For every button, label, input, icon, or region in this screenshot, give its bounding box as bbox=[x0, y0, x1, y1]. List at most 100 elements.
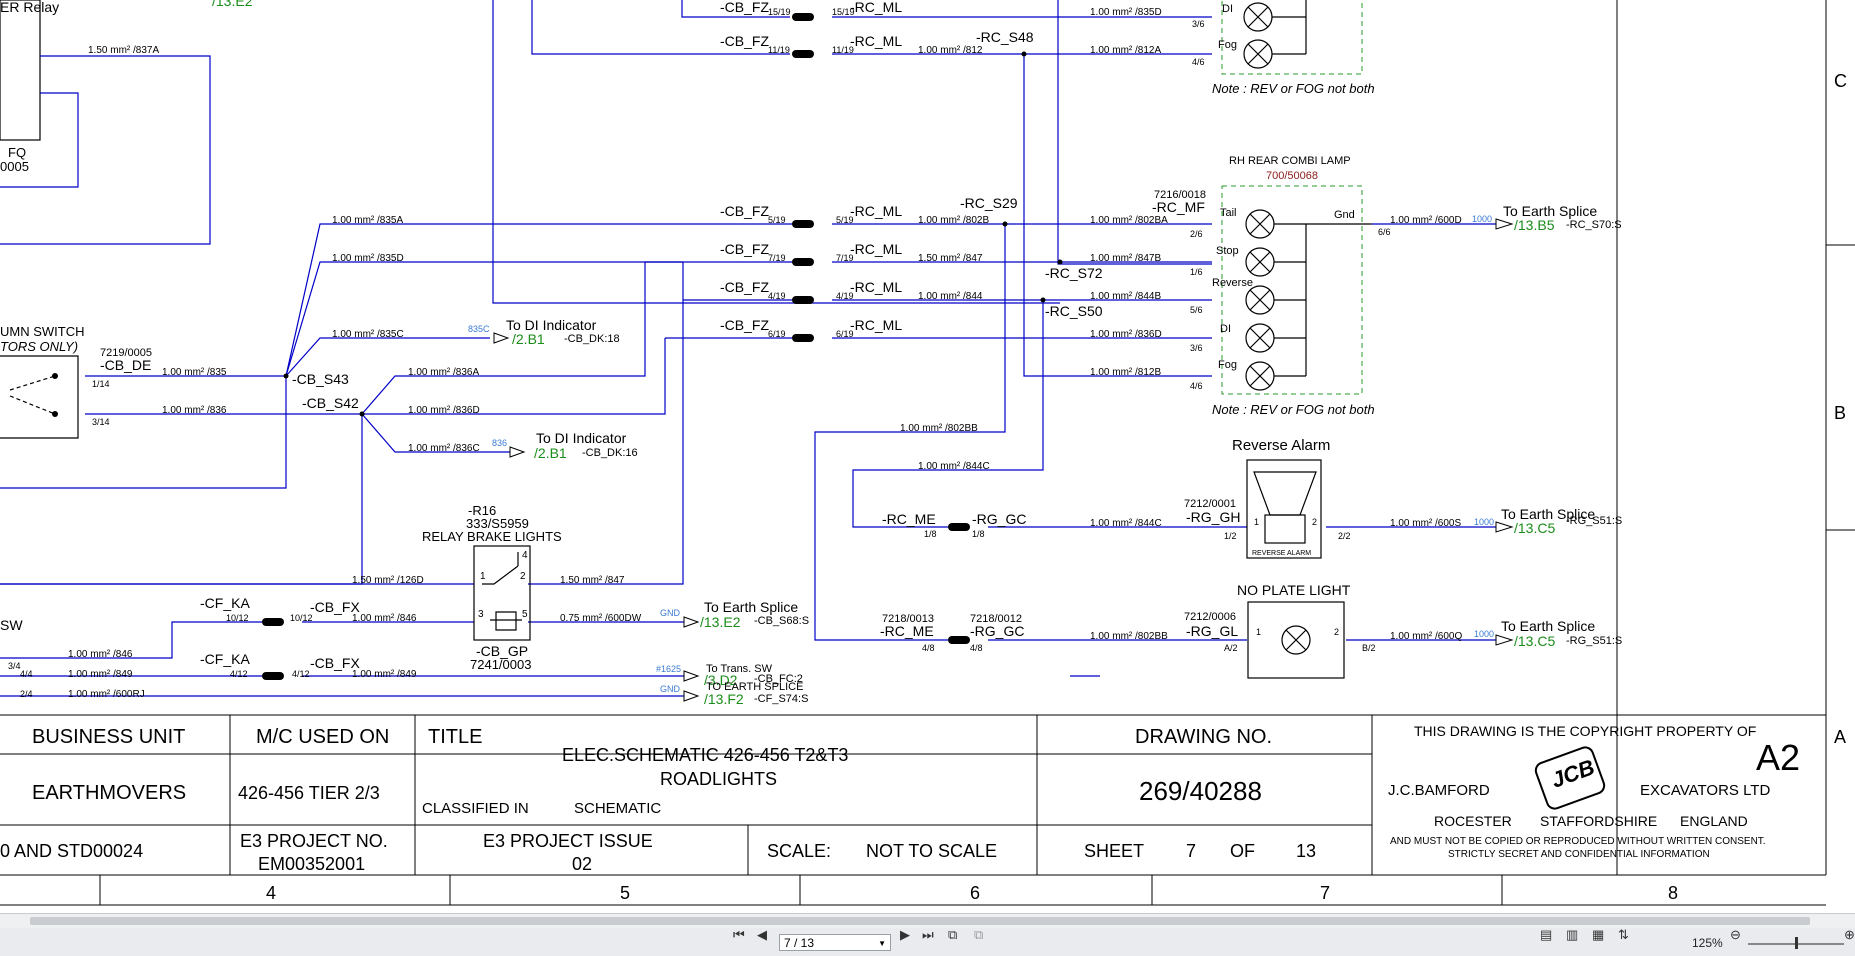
fx2-p: 4/12 bbox=[292, 669, 310, 679]
copyright: THIS DRAWING IS THE COPYRIGHT PROPERTY O… bbox=[1414, 723, 1757, 739]
es-ref[interactable]: /13.F2 bbox=[704, 691, 744, 707]
row3-p1: 4/19 bbox=[768, 291, 786, 301]
p44: 4/4 bbox=[20, 669, 33, 679]
page-input[interactable]: 7 / 13 ▼ bbox=[779, 934, 891, 951]
zoom-slider-knob[interactable] bbox=[1795, 937, 1798, 949]
title-1: ELEC.SCHEMATIC 426-456 T2&T3 bbox=[562, 745, 849, 765]
r1-pin2: 15/19 bbox=[832, 7, 855, 17]
mc-v: 426-456 TIER 2/3 bbox=[238, 783, 380, 803]
first-page-icon[interactable]: ⏮ bbox=[733, 927, 745, 942]
relay-gp-part: 7241/0003 bbox=[470, 657, 532, 672]
ra-gref[interactable]: /13.C5 bbox=[1514, 520, 1556, 536]
w-835a: 1.00 mm² /835A bbox=[332, 215, 404, 226]
fx1-p: 10/12 bbox=[290, 613, 313, 623]
border-8: 8 bbox=[1668, 883, 1679, 903]
zoom-in-icon[interactable]: ⊕ bbox=[1844, 927, 1855, 942]
border-4: 4 bbox=[266, 883, 277, 903]
rh-reverse: Reverse bbox=[1212, 277, 1253, 289]
fq-num: 0005 bbox=[0, 159, 29, 174]
ra-to: To Earth Splice bbox=[1501, 506, 1596, 522]
rh-pin-di: 3/6 bbox=[1190, 343, 1203, 353]
ra-rc-me: -RC_ME bbox=[882, 511, 936, 527]
tr-link[interactable]: #1625 bbox=[656, 664, 682, 674]
w-835c: 1.00 mm² /835C bbox=[332, 329, 404, 340]
w-802bb: 1.00 mm² /802BB bbox=[900, 423, 978, 434]
chevron-down-icon[interactable]: ▼ bbox=[878, 939, 886, 948]
next-page-icon[interactable]: ▶ bbox=[900, 927, 910, 942]
drawing-v: 269/40288 bbox=[1139, 776, 1262, 806]
plate-me-part: 7218/0013 bbox=[882, 613, 934, 625]
relay-label: ER Relay bbox=[0, 0, 60, 15]
two-page-icon[interactable]: ▦ bbox=[1592, 927, 1605, 942]
w-836c: 1.00 mm² /836C bbox=[408, 443, 480, 454]
es-link[interactable]: GND bbox=[660, 684, 680, 694]
row2-ml: -RC_ML bbox=[850, 241, 903, 257]
single-page-icon[interactable]: ▤ bbox=[1540, 927, 1553, 942]
border-c: C bbox=[1834, 71, 1847, 91]
fit-icon[interactable]: ⇅ bbox=[1618, 927, 1629, 942]
last-page-icon[interactable]: ⏭ bbox=[922, 927, 934, 942]
pin-114: 1/14 bbox=[92, 379, 110, 389]
row1-p1: 5/19 bbox=[768, 215, 786, 225]
di2-link[interactable]: 836 bbox=[492, 438, 508, 448]
ref-top: /13.E2 bbox=[212, 0, 253, 9]
row3-p2: 4/19 bbox=[836, 291, 854, 301]
prev-page-icon[interactable]: ◀ bbox=[757, 927, 767, 942]
s42: -CB_S42 bbox=[302, 395, 359, 411]
plate-gref[interactable]: /13.C5 bbox=[1514, 633, 1556, 649]
wire-837a: 1.50 mm² /837A bbox=[88, 45, 160, 56]
ra-link[interactable]: 1000 bbox=[1474, 517, 1495, 527]
r2-fz: -CB_FZ bbox=[720, 33, 769, 49]
sheet-size: A2 bbox=[1756, 737, 1801, 778]
scrollbar-thumb[interactable] bbox=[30, 917, 1810, 925]
w-846: 1.00 mm² /846 bbox=[68, 649, 133, 660]
rh-gnd-ref[interactable]: /13.B5 bbox=[1514, 217, 1555, 233]
page-value: 7 / 13 bbox=[784, 936, 815, 950]
border-a: A bbox=[1834, 727, 1847, 747]
viewer-toolbar: ⏮ ◀ 7 / 13▼ ▶ ⏭ ⧉ ⧉ ▤ ▥ ▦ ⇅ 125% ⊖ ⊕ bbox=[0, 913, 1855, 956]
s50: -RC_S50 bbox=[1045, 303, 1103, 319]
relay-w847: 1.50 mm² /847 bbox=[560, 575, 625, 586]
r2-w1: 1.00 mm² /812 bbox=[918, 45, 983, 56]
copy-icon[interactable]: ⧉ bbox=[948, 927, 958, 942]
ra-p1: 1 bbox=[1254, 517, 1260, 527]
rh-part: 7216/0018 bbox=[1154, 189, 1206, 201]
continuous-icon[interactable]: ▥ bbox=[1566, 927, 1579, 942]
de-part: 7219/0005 bbox=[100, 347, 152, 359]
relay-conn: -CB_S68:S bbox=[754, 615, 810, 627]
rh-gnd-link[interactable]: 1000 bbox=[1472, 214, 1493, 224]
rh-pin-rev: 5/6 bbox=[1190, 305, 1203, 315]
w-812b: 1.00 mm² /812B bbox=[1090, 367, 1162, 378]
top-note: Note : REV or FOG not both bbox=[1212, 81, 1375, 96]
relay-w126d: 1.50 mm² /126D bbox=[352, 575, 424, 586]
paste-icon[interactable]: ⧉ bbox=[974, 927, 984, 942]
de-ref: -CB_DE bbox=[100, 357, 152, 373]
row1-p2: 5/19 bbox=[836, 215, 854, 225]
plate-link[interactable]: 1000 bbox=[1474, 629, 1495, 639]
di1-ref[interactable]: /2.B1 bbox=[512, 331, 545, 347]
rh-title: RH REAR COMBI LAMP bbox=[1229, 155, 1351, 167]
company-r: EXCAVATORS LTD bbox=[1640, 782, 1771, 799]
relay-gref[interactable]: /13.E2 bbox=[700, 614, 741, 630]
rh-ref: -RC_MF bbox=[1152, 199, 1205, 215]
ra-ref: -RG_GH bbox=[1186, 509, 1241, 525]
issue-h: E3 PROJECT ISSUE bbox=[483, 831, 653, 851]
w-846b: 1.00 mm² /846 bbox=[352, 613, 417, 624]
plate-part: 7212/0006 bbox=[1184, 611, 1236, 623]
di1-link[interactable]: 835C bbox=[468, 324, 490, 334]
company-l: J.C.BAMFORD bbox=[1388, 782, 1490, 799]
row2-fz: -CB_FZ bbox=[720, 241, 769, 257]
offpage-arrows bbox=[493, 218, 1514, 702]
di2-conn: -CB_DK:16 bbox=[582, 447, 638, 459]
horizontal-scrollbar[interactable] bbox=[0, 914, 1855, 928]
relay-gnd-link[interactable]: GND bbox=[660, 608, 680, 618]
w-835d: 1.00 mm² /835D bbox=[332, 253, 404, 264]
di2-ref[interactable]: /2.B1 bbox=[534, 445, 567, 461]
title-h: TITLE bbox=[428, 726, 483, 748]
row4-p2: 6/19 bbox=[836, 329, 854, 339]
rh-tail: Tail bbox=[1220, 207, 1237, 219]
zoom-out-icon[interactable]: ⊖ bbox=[1730, 927, 1741, 942]
row3-w1: 1.00 mm² /844 bbox=[918, 291, 983, 302]
tr-ref[interactable]: /3.D2 bbox=[704, 672, 738, 688]
title-2: ROADLIGHTS bbox=[660, 769, 778, 789]
